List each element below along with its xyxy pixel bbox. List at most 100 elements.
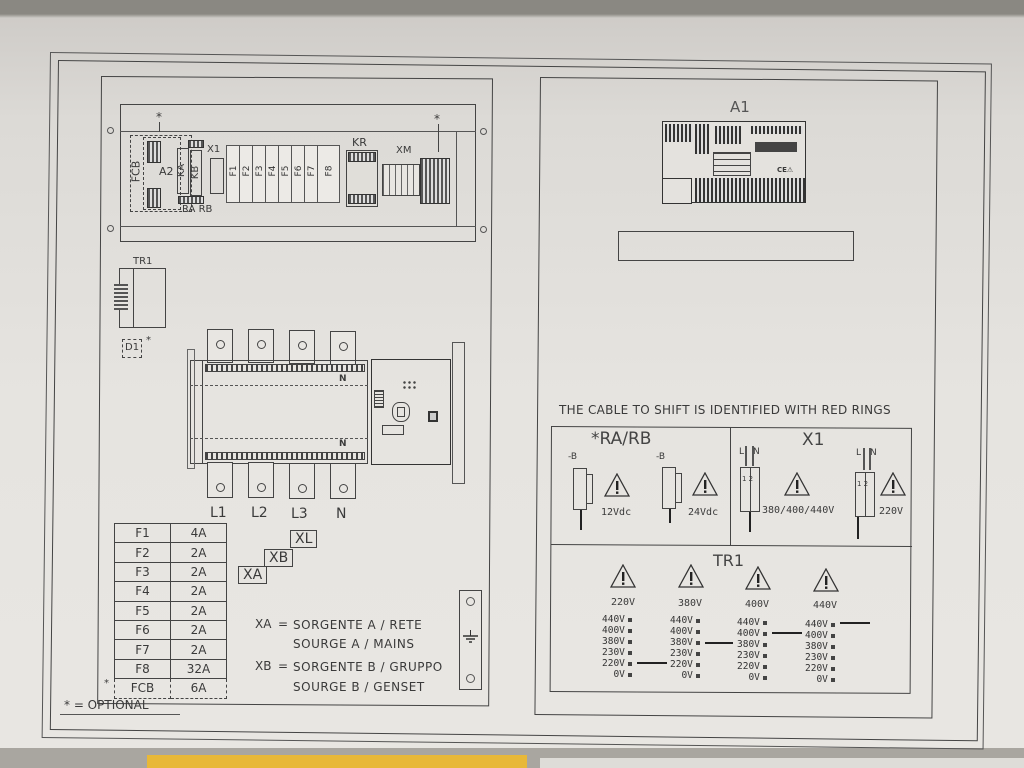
terminal-top-n bbox=[330, 331, 356, 365]
fuse-f5: F5 bbox=[278, 145, 292, 203]
nameplate-cell bbox=[715, 126, 741, 144]
neutral-label: N bbox=[753, 447, 760, 457]
optional-marker: * bbox=[156, 110, 162, 124]
red-ring-cable bbox=[580, 510, 582, 530]
n-wire bbox=[869, 448, 871, 470]
tap-400: 400V bbox=[602, 625, 632, 636]
legend-xa-line1: SORGENTE A / RETE bbox=[293, 618, 423, 632]
terminal-top-l1 bbox=[207, 329, 233, 363]
motor-operator bbox=[371, 359, 451, 465]
relay-rb-latch bbox=[675, 473, 682, 503]
selected-tap-cable bbox=[637, 662, 667, 664]
x1-voltage-220: 220V bbox=[879, 506, 904, 517]
tap-440: 440V bbox=[670, 615, 700, 626]
connector-xa: XA bbox=[238, 566, 268, 584]
red-ring-cable bbox=[749, 512, 751, 532]
tr1-supply-400: 400V bbox=[745, 599, 770, 610]
tap-400: 400V bbox=[805, 630, 835, 641]
kb-label: KB bbox=[190, 165, 202, 180]
transfer-switch-body bbox=[190, 360, 368, 464]
selector-lever bbox=[382, 425, 404, 435]
x1-block-divider bbox=[865, 472, 866, 517]
tap-230: 230V bbox=[602, 647, 632, 658]
line-label: L bbox=[856, 448, 862, 458]
tap-440: 440V bbox=[737, 617, 767, 628]
ce-mark-icon: CE⚠ bbox=[777, 166, 794, 174]
x1-block-divider bbox=[750, 467, 751, 512]
x1-terminal-block bbox=[210, 158, 224, 194]
relay-top-contacts bbox=[188, 140, 204, 148]
tap-230: 230V bbox=[670, 648, 700, 659]
tr1-supply-440: 440V bbox=[813, 600, 838, 611]
fcb-optional-marker: * bbox=[104, 678, 109, 689]
legend-xb-key: XB bbox=[255, 659, 272, 673]
terminal-top-l3 bbox=[289, 330, 315, 364]
nameplate-cell bbox=[665, 124, 693, 142]
tap-220: 220V bbox=[737, 661, 767, 672]
selected-tap-cable bbox=[772, 632, 802, 634]
a2-module bbox=[143, 137, 181, 210]
leader-line bbox=[438, 124, 439, 152]
xm-terminal-block bbox=[382, 164, 420, 196]
x1-voltage-380-440: 380/400/440V bbox=[762, 505, 835, 516]
kr-label: KR bbox=[352, 136, 367, 149]
din-rail-bottom bbox=[120, 226, 476, 227]
pin-labels: 1 2 bbox=[742, 475, 754, 483]
ka-label: KA bbox=[176, 163, 188, 178]
d1-optional-outline bbox=[122, 339, 142, 358]
pin-labels: 1 2 bbox=[857, 480, 869, 488]
relay-voltage-12vdc: 12Vdc bbox=[601, 507, 632, 518]
tr1-taps bbox=[114, 284, 128, 310]
ground-hole-icon bbox=[466, 674, 475, 683]
connector-xb: XB bbox=[264, 549, 294, 567]
terminal-bottom-l2 bbox=[248, 462, 274, 498]
neutral-label: N bbox=[870, 448, 877, 458]
nameplate-cell bbox=[751, 126, 803, 134]
tap-230: 230V bbox=[737, 650, 767, 661]
tr1-supply-220: 220V bbox=[611, 597, 636, 608]
mount-hole-icon bbox=[107, 127, 114, 134]
tap-440: 440V bbox=[602, 614, 632, 625]
tap-380: 380V bbox=[737, 639, 767, 650]
dashed-line bbox=[190, 438, 368, 439]
relay-terminal-label: -B bbox=[568, 452, 578, 462]
mount-hole-icon bbox=[480, 226, 487, 233]
red-ring-cable bbox=[669, 509, 671, 523]
din-rail-end bbox=[456, 131, 457, 227]
tap-220: 220V bbox=[805, 663, 835, 674]
tr1-supply-380: 380V bbox=[678, 598, 703, 609]
a1-nameplate: CE⚠ bbox=[662, 121, 806, 204]
legend-xb-line2: SOURGE B / GENSET bbox=[293, 680, 425, 694]
tap-400: 400V bbox=[670, 626, 700, 637]
leader-line bbox=[159, 122, 160, 132]
tap-380-selected: 380V bbox=[670, 637, 700, 648]
blank-label-strip bbox=[618, 231, 854, 261]
warning-icon bbox=[603, 472, 631, 497]
l-wire bbox=[745, 446, 747, 466]
mount-hole-icon bbox=[480, 128, 487, 135]
optional-marker-xm: * bbox=[434, 112, 440, 126]
fuse-f8: F8 bbox=[317, 145, 340, 203]
din-rail-top bbox=[120, 131, 476, 132]
tap-400-selected: 400V bbox=[737, 628, 767, 639]
section-divider bbox=[730, 427, 731, 546]
warning-icon bbox=[879, 471, 907, 496]
relay-ra-latch bbox=[586, 474, 593, 504]
terminal-label-l1: L1 bbox=[210, 505, 227, 521]
top-screw-strip bbox=[205, 364, 365, 372]
neutral-top-label: N bbox=[339, 374, 347, 384]
tap-0: 0V bbox=[737, 672, 767, 683]
nameplate-cell bbox=[695, 124, 709, 154]
footnote-underline bbox=[60, 714, 180, 715]
warning-icon bbox=[783, 471, 811, 496]
yellow-strip bbox=[147, 755, 527, 768]
relay-ka bbox=[177, 148, 189, 194]
tap-380: 380V bbox=[805, 641, 835, 652]
tr1-divider bbox=[133, 268, 134, 328]
